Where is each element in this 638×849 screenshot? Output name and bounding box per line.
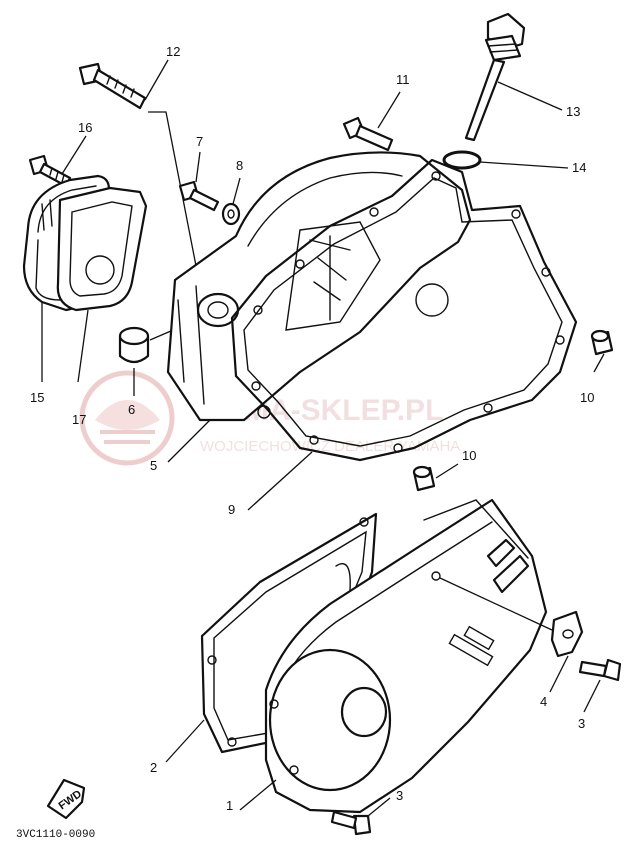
part-17-gasket <box>56 186 148 383</box>
callout-9: 9 <box>228 502 235 517</box>
callout-3: 3 <box>396 788 403 803</box>
part-3-screw-bottom <box>330 797 391 836</box>
part-1-crankcase-cover <box>239 498 553 814</box>
callout-16: 16 <box>78 120 92 135</box>
watermark-logo-icon <box>79 370 175 466</box>
callout-1: 1 <box>226 798 233 813</box>
callout-17: 17 <box>72 412 86 427</box>
callout-7: 7 <box>196 134 203 149</box>
part-12-bolt <box>78 59 206 313</box>
callout-11: 11 <box>396 72 410 87</box>
part-4-clip <box>549 610 584 693</box>
callout-12: 12 <box>166 44 180 59</box>
part-14-o-ring <box>442 150 569 170</box>
callout-2: 2 <box>150 760 157 775</box>
part-13-dipstick <box>464 12 563 142</box>
callout-6: 6 <box>128 402 135 417</box>
callout-3: 3 <box>578 716 585 731</box>
callout-5: 5 <box>150 458 157 473</box>
part-11-bolt <box>342 91 401 152</box>
callout-13: 13 <box>566 104 580 119</box>
part-9-gasket <box>230 158 578 511</box>
part-5-crankcase-cover <box>166 151 472 463</box>
part-3-screw-right <box>578 658 622 713</box>
callout-4: 4 <box>540 694 547 709</box>
callout-10: 10 <box>462 448 476 463</box>
callout-8: 8 <box>236 158 243 173</box>
drawing-code: 3VC1110-0090 <box>16 829 95 841</box>
callout-15: 15 <box>30 390 44 405</box>
callout-14: 14 <box>572 160 586 175</box>
part-10-dowel-lower <box>412 463 459 492</box>
part-8-washer <box>221 177 241 226</box>
part-10-dowel-upper <box>590 329 614 373</box>
fwd-arrow-icon: FWD <box>46 778 86 820</box>
callout-10: 10 <box>580 390 594 405</box>
part-7-bolt <box>178 151 220 212</box>
